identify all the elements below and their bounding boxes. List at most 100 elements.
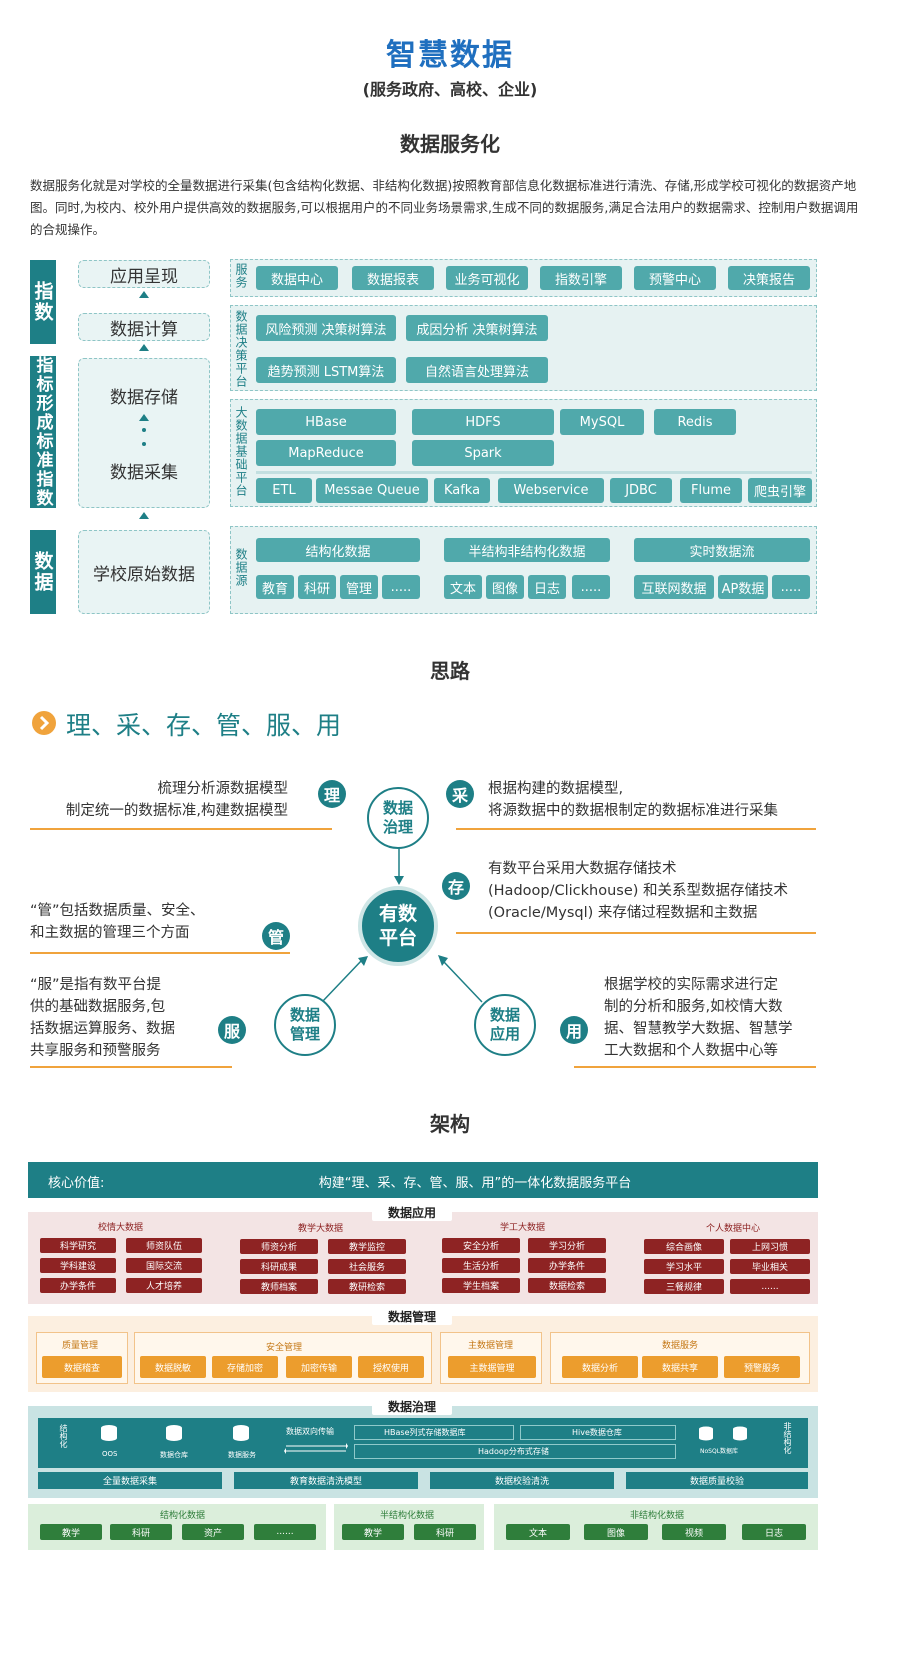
tag-data-management: 数据管理 xyxy=(372,1307,452,1325)
big-item: Webservice xyxy=(498,478,604,503)
row-label-services: 服务 xyxy=(234,263,248,289)
app-item: 教学监控 xyxy=(328,1239,406,1254)
src-group: 实时数据流 xyxy=(634,538,810,562)
src-group: 半结构非结构化数据 xyxy=(444,538,610,562)
divider xyxy=(30,952,290,954)
src-item: 文本 xyxy=(444,575,482,599)
app-item: 办学条件 xyxy=(40,1278,116,1293)
gov-hive-box xyxy=(520,1425,676,1440)
app-item: 办学条件 xyxy=(528,1258,606,1273)
gov-left-label: 结构化 xyxy=(59,1424,68,1448)
section-heading-idea: 思路 xyxy=(430,659,470,683)
big-item: JDBC xyxy=(610,478,672,503)
tag-data-application: 数据应用 xyxy=(372,1203,452,1221)
row-label-source: 数据源 xyxy=(234,548,248,587)
big-item: 爬虫引擎 xyxy=(748,478,812,503)
app-item: 科研成果 xyxy=(240,1259,318,1274)
src-item: 管理 xyxy=(340,575,378,599)
big-item: MySQL xyxy=(560,409,644,435)
gov-bottom-item: 数据质量校验 xyxy=(626,1472,808,1489)
badge-cai: 采 xyxy=(446,780,474,808)
flow-data-compute: 数据计算 xyxy=(78,313,210,341)
mgmt-group-title: 主数据管理 xyxy=(468,1341,514,1351)
divider xyxy=(256,471,812,474)
app-item: 三餐规律 xyxy=(644,1279,724,1294)
service-paragraph: 数据服务化就是对学校的全量数据进行采集(包含结构化数据、非结构化数据)按照教育部… xyxy=(30,178,859,237)
database-icon xyxy=(232,1424,250,1442)
dec-item: 自然语言处理算法 xyxy=(406,357,548,383)
src-group-title: 结构化数据 xyxy=(160,1511,206,1521)
database-icon xyxy=(165,1424,183,1442)
dec-item: 风险预测 决策树算法 xyxy=(256,315,396,341)
mgmt-item: 数据脱敏 xyxy=(140,1356,206,1378)
gov-nosql: NoSQL数据库 xyxy=(700,1448,739,1455)
database-icon xyxy=(732,1426,748,1442)
badge-guan: 管 xyxy=(262,922,290,950)
arrow-up-icon xyxy=(139,414,149,421)
row-label-decision: 数据决策平台 xyxy=(234,310,248,388)
badge-yong: 用 xyxy=(560,1016,588,1044)
gov-hive: Hive数据仓库 xyxy=(572,1428,622,1437)
app-group-title: 学工大数据 xyxy=(500,1223,546,1233)
src-item: 教学 xyxy=(40,1524,102,1540)
idea-cai-text: 根据构建的数据模型,将源数据中的数据根制定的数据标准进行采集 xyxy=(488,781,778,819)
app-item: 安全分析 xyxy=(442,1238,520,1253)
flow-data-collect: 数据采集 xyxy=(110,463,178,483)
row-label-bigdata: 大数据基础平台 xyxy=(234,406,248,497)
src-item: 日志 xyxy=(528,575,566,599)
gov-hadoop: Hadoop分布式存储 xyxy=(478,1447,549,1456)
app-item: 生活分析 xyxy=(442,1258,520,1273)
svc-item: 数据中心 xyxy=(256,266,338,290)
app-item: 教研检索 xyxy=(328,1279,406,1294)
app-item: 教师档案 xyxy=(240,1279,318,1294)
circle-center-platform: 有数平台 xyxy=(358,886,438,966)
mgmt-group-title: 安全管理 xyxy=(266,1343,303,1353)
gov-transfer-label: 数据双向传输 xyxy=(286,1427,334,1436)
mgmt-item: 存储加密 xyxy=(212,1356,278,1378)
svc-item: 数据报表 xyxy=(352,266,434,290)
src-group: 结构化数据 xyxy=(256,538,420,562)
gov-bottom-item: 全量数据采集 xyxy=(38,1472,222,1489)
mgmt-item: 加密传输 xyxy=(286,1356,352,1378)
gov-inner xyxy=(38,1418,808,1468)
chevron-right-icon xyxy=(32,711,56,735)
gov-item: 数据仓库 xyxy=(160,1451,188,1459)
app-group-title: 校情大数据 xyxy=(98,1223,144,1233)
src-item: 科研 xyxy=(110,1524,172,1540)
dec-item: 趋势预测 LSTM算法 xyxy=(256,357,396,383)
gov-bottom-item: 数据校验清洗 xyxy=(430,1472,614,1489)
gov-item: 数据服务 xyxy=(228,1451,256,1459)
mgmt-item: 数据分析 xyxy=(562,1356,638,1378)
arrow-up-icon xyxy=(139,344,149,351)
src-item: ..... xyxy=(772,575,810,599)
database-icon xyxy=(100,1424,118,1442)
page-subtitle: (服务政府、高校、企业) xyxy=(362,80,538,99)
src-item: 教学 xyxy=(342,1524,404,1540)
mgmt-item: 预警服务 xyxy=(724,1356,800,1378)
big-item: Messae Queue xyxy=(316,478,428,503)
src-group-title: 非结构化数据 xyxy=(630,1511,685,1521)
src-item: 图像 xyxy=(486,575,524,599)
idea-fu-text: “服”是指有数平台提供的基础数据服务,包括数据运算服务、数据共享服务和预警服务 xyxy=(30,977,175,1059)
gov-item: OOS xyxy=(102,1450,118,1458)
gov-hadoop-box xyxy=(354,1444,676,1459)
src-item: 日志 xyxy=(742,1524,806,1540)
idea-li-text: 梳理分析源数据模型制定统一的数据标准,构建数据模型 xyxy=(65,781,288,819)
gov-bottom-item: 教育数据清洗模型 xyxy=(234,1472,418,1489)
circle-data-application: 数据应用 xyxy=(474,994,536,1056)
big-item: HDFS xyxy=(412,409,554,435)
src-item: 图像 xyxy=(584,1524,648,1540)
dot-icon xyxy=(142,442,146,446)
src-item: ..... xyxy=(572,575,610,599)
big-item: MapReduce xyxy=(256,440,396,466)
app-item: 毕业相关 xyxy=(730,1259,810,1274)
svc-item: 指数引擎 xyxy=(540,266,622,290)
src-item: 资产 xyxy=(182,1524,244,1540)
divider xyxy=(30,828,332,830)
src-item: AP数据 xyxy=(718,575,768,599)
app-item: 科学研究 xyxy=(40,1238,116,1253)
app-item: 学习分析 xyxy=(528,1238,606,1253)
app-item: 国际交流 xyxy=(126,1258,202,1273)
big-item: ETL xyxy=(256,478,312,503)
divider xyxy=(456,932,816,934)
